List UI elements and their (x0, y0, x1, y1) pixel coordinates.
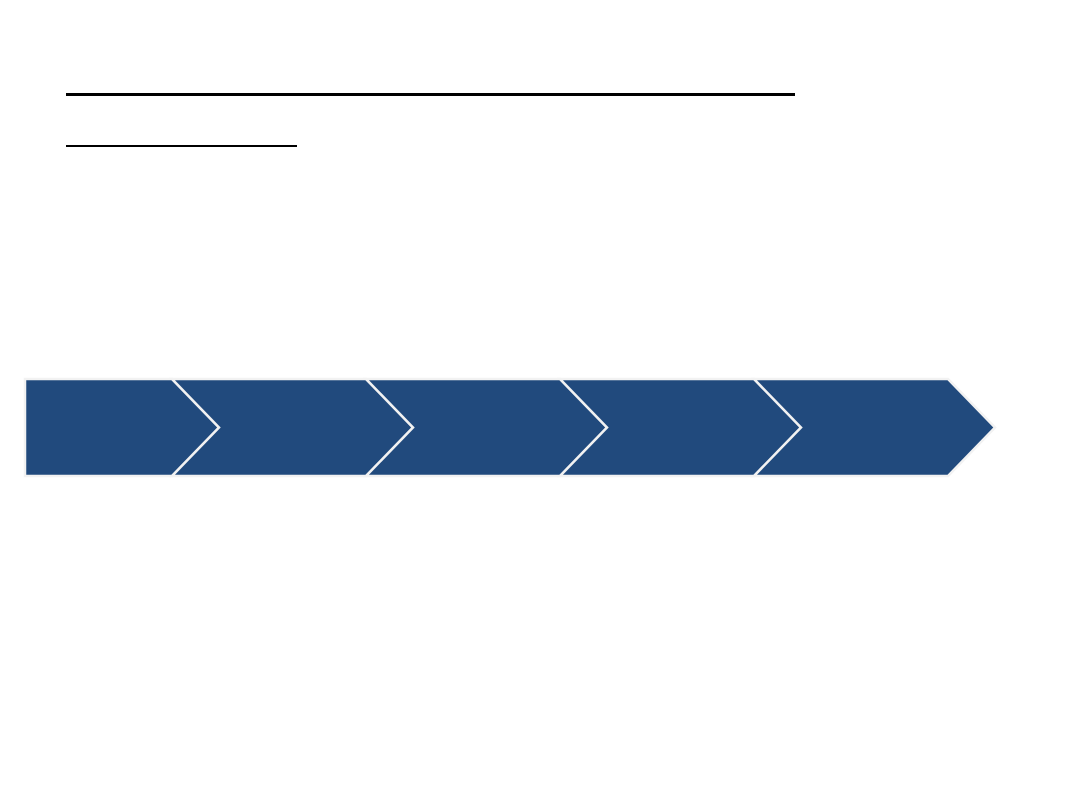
process-step-5 (751, 377, 997, 478)
title-underline-line-1 (66, 93, 795, 96)
title-underline-line-2 (66, 145, 297, 147)
